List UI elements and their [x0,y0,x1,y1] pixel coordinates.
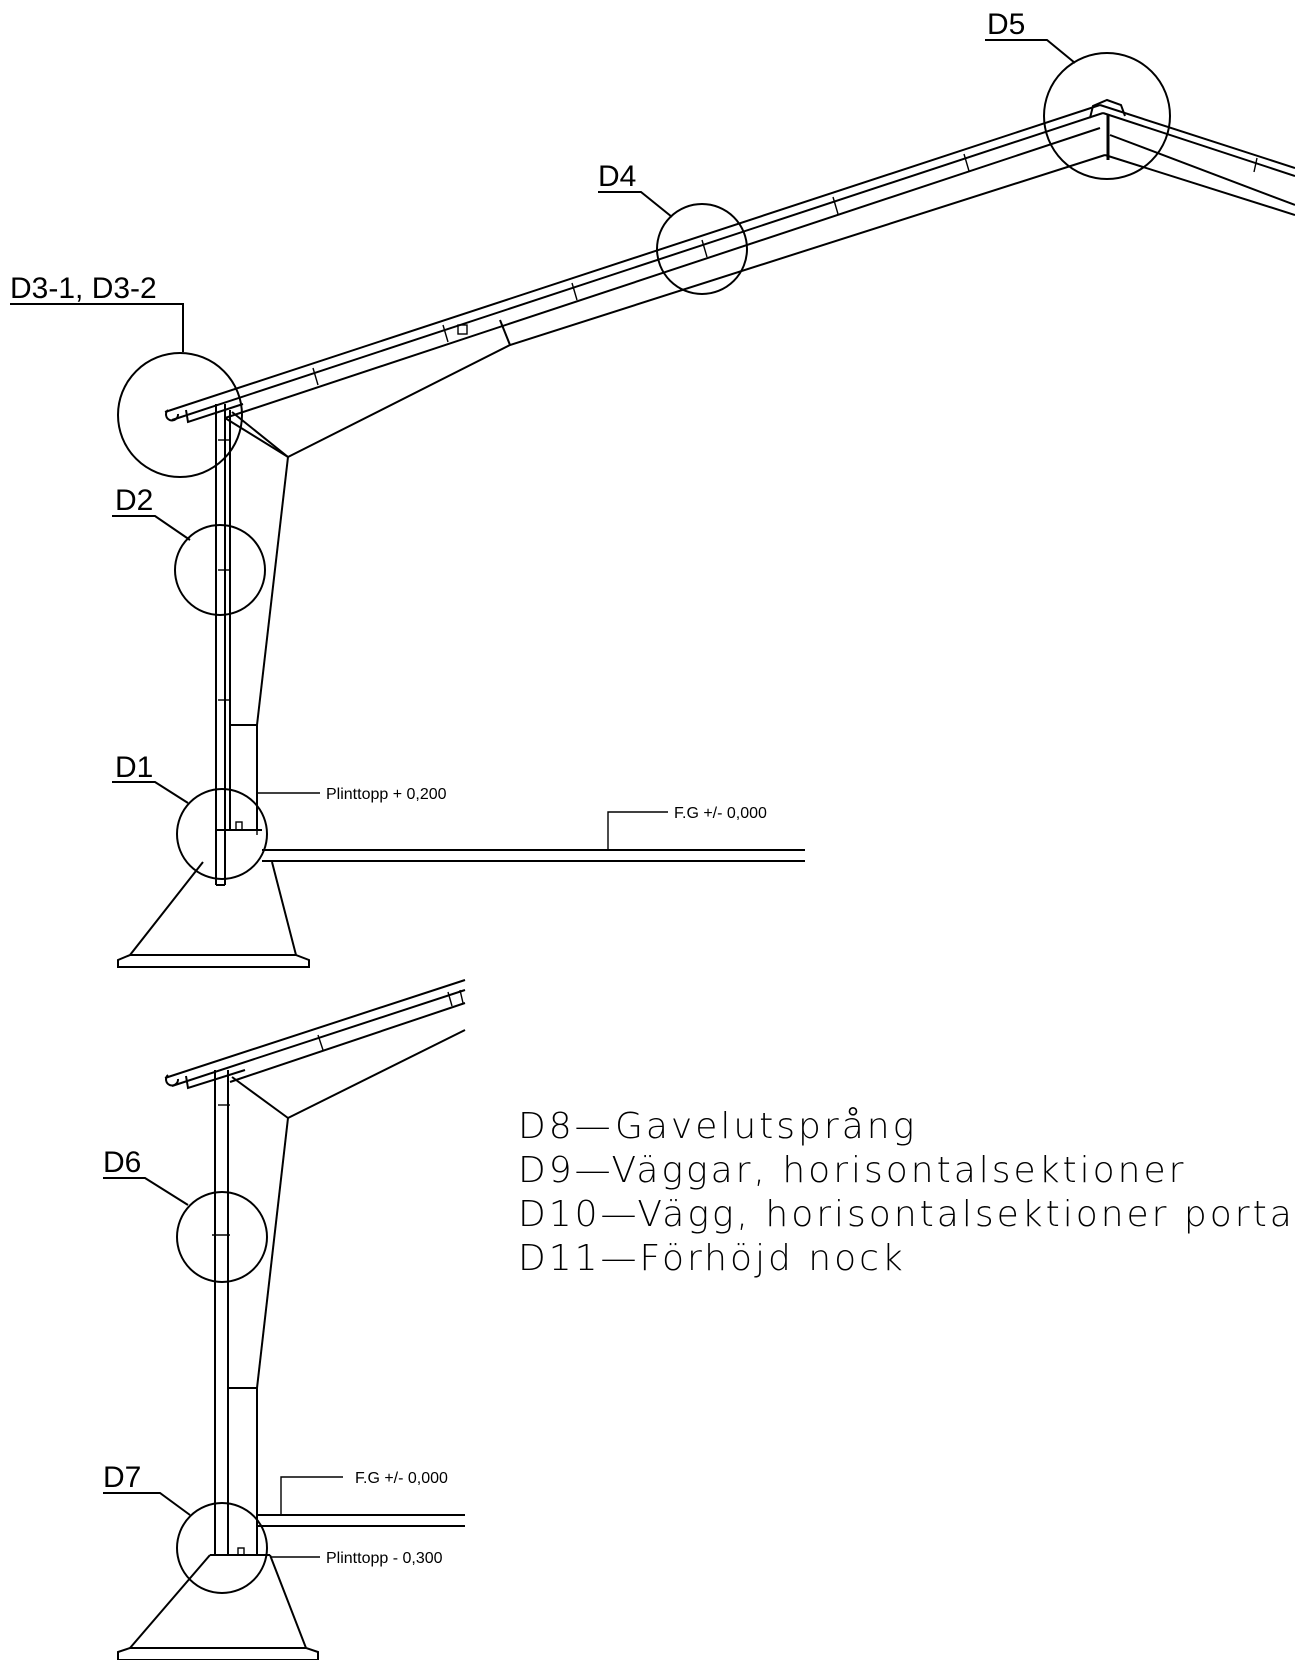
callout-d6-label: D6 [103,1146,141,1179]
plinth-footing [117,861,310,968]
callout-d1-label: D1 [115,751,153,784]
lower-roof-top [164,979,466,1079]
legend-item-d8: D8—Gavelutsprång [518,1106,917,1147]
callout-d3-label: D3-1, D3-2 [10,272,157,305]
ground-level-marker [607,811,668,850]
ridge-cap [1089,98,1126,119]
rafter-right-bottom [1104,154,1295,216]
column-taper [256,456,289,726]
lower-rafter-bottom [287,1029,466,1119]
lower-knee-brace [231,1076,289,1119]
roof-purlin-line [224,127,1101,419]
upper-section [117,98,1295,968]
legend-item-d9: D9—Väggar, horisontalsektioner [518,1150,1186,1191]
callout-circle-d6 [176,1191,268,1283]
legend-item-d10: D10—Vägg, horisontalsektioner portar [518,1194,1295,1235]
ground-level-upper-label: F.G +/- 0,000 [674,805,767,822]
lower-column-taper [256,1117,289,1389]
roof-right-second-line [1102,112,1295,177]
callout-circle-d2 [174,524,266,616]
wall-fixings [218,439,230,701]
callout-d5-label: D5 [987,8,1025,41]
callout-d7-label: D7 [103,1461,141,1494]
callout-circle-d7 [176,1502,268,1594]
plinth-level-lower-label: Plinttopp - 0,300 [326,1550,443,1567]
callout-circle-d4 [656,203,748,295]
upper-callouts [10,39,1171,880]
purlin-ticks [312,153,1258,386]
gutter [165,409,179,422]
plinth-level-marker [256,792,320,835]
callout-d4-label: D4 [598,160,636,193]
plinth-level-upper-label: Plinttopp + 0,200 [326,786,447,803]
roof-second-line [171,112,1104,421]
callout-circle-d1 [176,788,268,880]
lower-roof-purlin [229,1002,466,1083]
callout-circle-d5 [1043,52,1171,180]
lower-callouts [103,1177,268,1594]
lower-gutter [165,1074,179,1087]
roof-right-top-line [1099,104,1295,169]
callout-d2-label: D2 [115,484,153,517]
detail-legend: D8—Gavelutsprång D9—Väggar, horisontalse… [518,1106,1295,1279]
rafter-bottom-chord [224,154,1106,459]
ground-level-lower-label: F.G +/- 0,000 [355,1470,448,1487]
lower-section [117,979,466,1660]
roof-top-line [164,104,1101,413]
lower-ground-marker [280,1476,343,1515]
rafter-joint [499,319,511,346]
callout-circle-d3 [117,352,243,478]
legend-item-d11: D11—Förhöjd nock [518,1238,906,1279]
lower-plinth-footing [117,1554,319,1660]
knee-brace [231,411,289,458]
roof-right-lower-line [1109,134,1295,206]
